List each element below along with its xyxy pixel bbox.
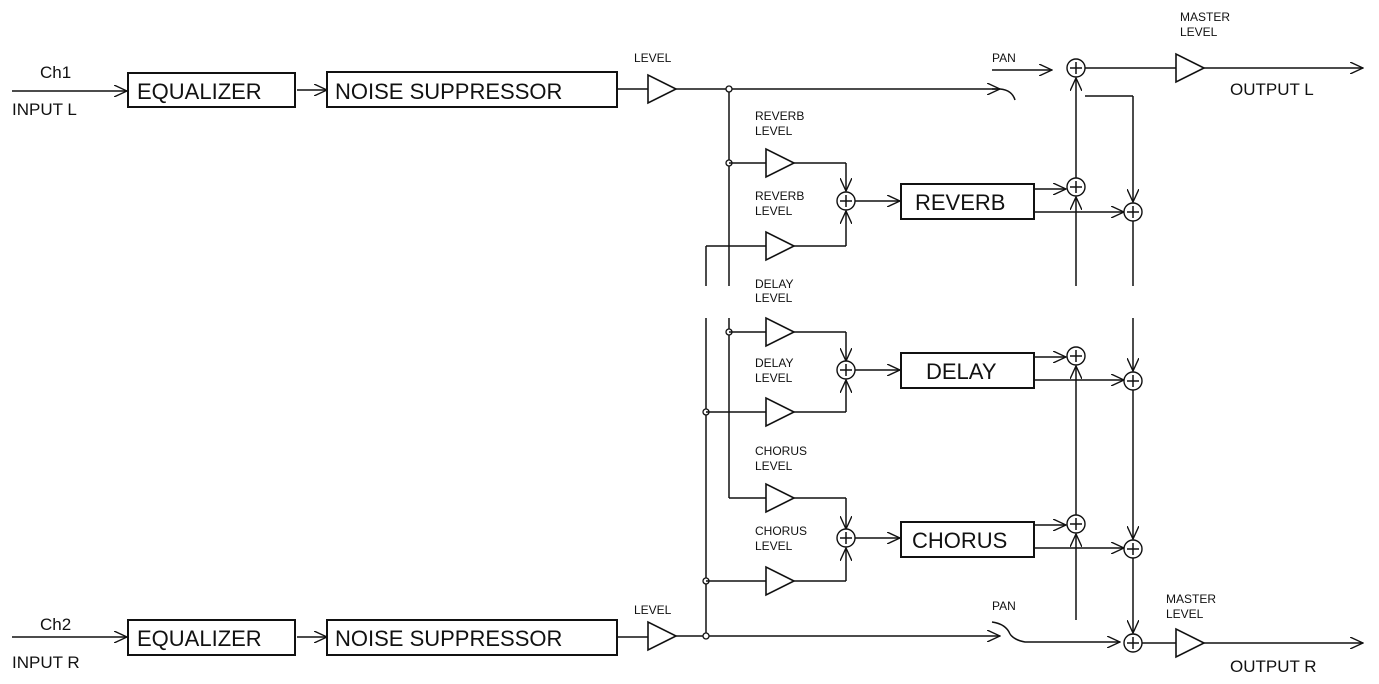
chorus-section: CHORUS LEVEL CHORUS LEVEL CHORUS (702, 444, 1124, 597)
input-r-label: INPUT R (12, 653, 80, 672)
reverb-label: REVERB (915, 190, 1005, 215)
noise-suppressor-2-box (326, 619, 618, 656)
ch1-label: Ch1 (40, 63, 71, 82)
delay-level-1-label-b: LEVEL (755, 291, 793, 305)
noise-suppressor-2-label: NOISE SUPPRESSOR (335, 626, 562, 651)
equalizer-2-box (127, 619, 296, 656)
delay-level-1-label-a: DELAY (755, 277, 793, 291)
ch2-label: Ch2 (40, 615, 71, 634)
chorus-label: CHORUS (912, 528, 1007, 553)
delay-box (900, 352, 1035, 389)
left-mix-path: PAN (992, 51, 1176, 620)
delay-level-2-label-b: LEVEL (755, 371, 793, 385)
master-top-label-b: LEVEL (1180, 25, 1218, 39)
master-output-right: MASTER LEVEL OUTPUT R (1166, 592, 1363, 676)
bus-l-node-main (725, 85, 733, 93)
channel-2-chain: Ch2 INPUT R EQUALIZER NOISE SUPPRESSOR L… (12, 603, 1000, 672)
bus-r-node-main (702, 632, 710, 640)
delay-level-1-amp-icon (765, 316, 796, 348)
input-l-label: INPUT L (12, 100, 77, 119)
chorus-level-2-amp-icon (765, 565, 796, 597)
delay-section: DELAY LEVEL DELAY LEVEL DELAY (702, 277, 1124, 428)
channel-1-chain: Ch1 INPUT L EQUALIZER NOISE SUPPRESSOR L… (12, 51, 1000, 119)
reverb-level-2-label-a: REVERB (755, 189, 804, 203)
pan-top-label: PAN (992, 51, 1016, 65)
level-2-amp-icon (647, 620, 678, 652)
master-right-amp-icon (1175, 627, 1206, 659)
delay-label: DELAY (926, 359, 997, 384)
master-left-amp-icon (1175, 52, 1206, 84)
master-bottom-label-a: MASTER (1166, 592, 1216, 606)
output-r-label: OUTPUT R (1230, 657, 1317, 676)
level-1-label: LEVEL (634, 51, 672, 65)
chorus-level-2-label-a: CHORUS (755, 524, 807, 538)
reverb-level-1-amp-icon (765, 147, 796, 179)
chorus-level-1-label-a: CHORUS (755, 444, 807, 458)
noise-suppressor-1-label: NOISE SUPPRESSOR (335, 79, 562, 104)
reverb-level-2-amp-icon (765, 230, 796, 262)
chorus-level-2-label-b: LEVEL (755, 539, 793, 553)
delay-level-2-label-a: DELAY (755, 356, 793, 370)
master-output-left: MASTER LEVEL OUTPUT L (1175, 10, 1363, 99)
delay-level-2-amp-icon (765, 396, 796, 428)
noise-suppressor-1-box (326, 71, 618, 108)
reverb-section: REVERB LEVEL REVERB LEVEL REVERB (706, 109, 1124, 262)
reverb-box (900, 183, 1035, 220)
level-2-label: LEVEL (634, 603, 672, 617)
level-1-amp-icon (647, 73, 678, 105)
equalizer-2-label: EQUALIZER (137, 626, 262, 651)
master-top-label-a: MASTER (1180, 10, 1230, 24)
reverb-level-2-label-b: LEVEL (755, 204, 793, 218)
reverb-level-1-label-a: REVERB (755, 109, 804, 123)
equalizer-1-box (127, 72, 296, 108)
chorus-level-1-label-b: LEVEL (755, 459, 793, 473)
reverb-level-1-label-b: LEVEL (755, 124, 793, 138)
output-l-label: OUTPUT L (1230, 80, 1314, 99)
send-buses (702, 85, 733, 640)
equalizer-1-label: EQUALIZER (137, 79, 262, 104)
chorus-box (900, 521, 1035, 558)
chorus-level-1-amp-icon (765, 482, 796, 514)
master-bottom-label-b: LEVEL (1166, 607, 1204, 621)
pan-bottom-label: PAN (992, 599, 1016, 613)
right-mix-path: PAN (991, 95, 1176, 653)
